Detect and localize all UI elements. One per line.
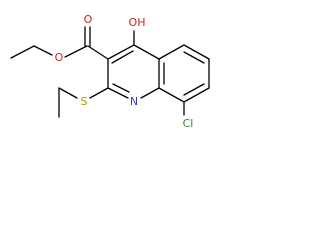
bond-s-ch2 [58,87,78,99]
ring-nitrogen-label: N [130,95,138,108]
bonds [10,26,210,118]
bond-carbonyl-c3 [87,45,109,60]
carbonyl-oxygen-label: O [84,13,93,26]
bond-ester-o-carbonyl-c [64,45,88,58]
bond-c5-c6 [183,44,210,60]
bond-c7-c8-inner [183,83,205,96]
bond-c4-c4a [133,44,160,60]
bond-ethyl-ch3-ch2 [10,45,35,59]
structure-diagram: O O OH N S Cl [10,13,210,130]
bond-ethyl-ch2-o [33,45,53,56]
ester-oxygen-label: O [55,51,64,64]
bond-n-c2 [107,87,129,99]
bond-c5-c6-inner [183,51,205,64]
bond-c2-s [89,87,109,99]
bond-c3-c4-inner [111,50,134,64]
thioether-sulfur-label: S [81,95,88,108]
bond-c7-c8 [183,87,210,103]
bond-c8a-n [140,87,160,99]
hydroxyl-label: OH [129,16,146,29]
chlorine-label: Cl [183,117,194,130]
atom-labels: O O OH N S Cl [55,13,194,130]
bond-n-c2-inner [112,83,130,93]
bond-c3-c4 [107,44,135,60]
bond-c4a-c5 [158,44,185,60]
bond-c8-c8a [158,87,185,103]
